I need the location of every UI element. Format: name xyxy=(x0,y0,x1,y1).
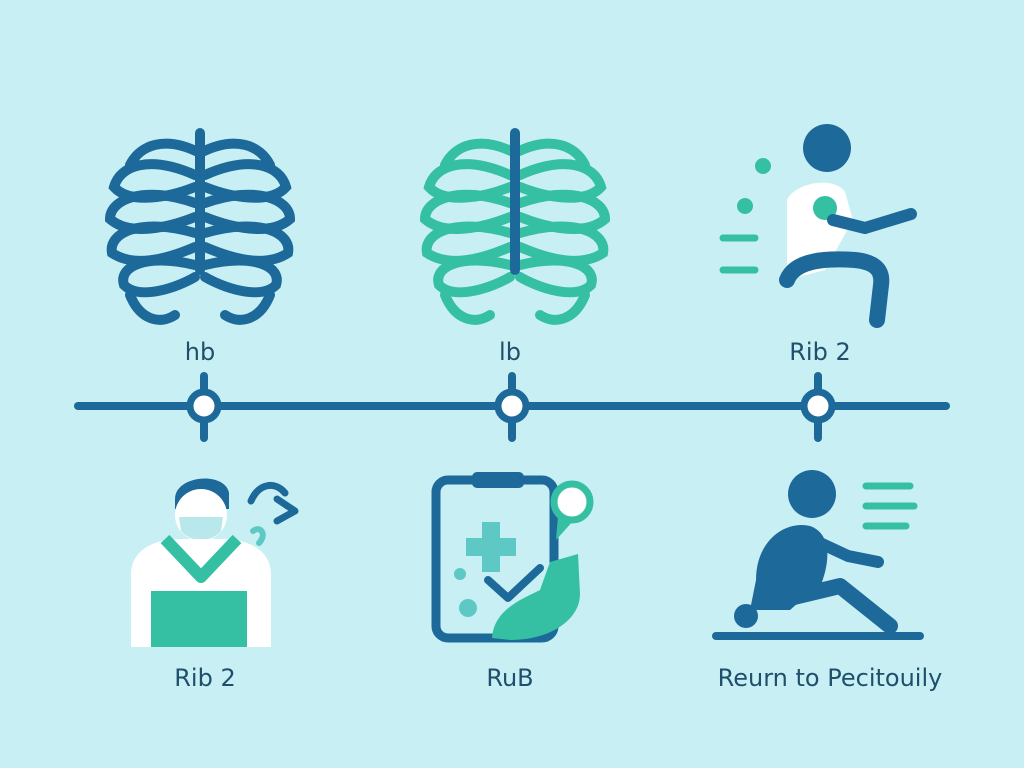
bottom-label-2: RuB xyxy=(486,664,534,692)
timeline-node-2 xyxy=(494,372,530,442)
ribcage-icon xyxy=(419,128,611,325)
top-label-3: Rib 2 xyxy=(789,338,851,366)
bottom-label-3: Reurn to Pecitouily xyxy=(717,664,943,692)
timeline-node-1 xyxy=(186,372,222,442)
top-label-2: lb xyxy=(499,338,521,366)
clipboard-checkmark-icon xyxy=(431,472,594,643)
person-stretching-icon xyxy=(712,470,924,640)
timeline-node-3 xyxy=(800,372,836,442)
person-exercising-icon xyxy=(719,124,917,328)
ribcage-icon xyxy=(104,128,296,325)
medical-professional-icon xyxy=(131,478,299,647)
top-label-1: hb xyxy=(184,338,216,366)
bottom-label-1: Rib 2 xyxy=(174,664,236,692)
